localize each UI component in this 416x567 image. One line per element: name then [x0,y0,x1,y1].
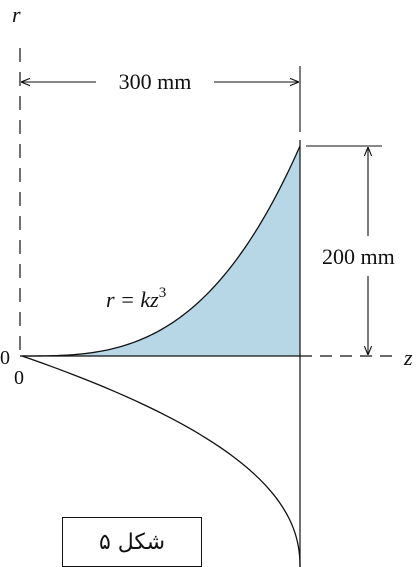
upper-curve [22,145,301,357]
figure-caption-box: شکل ۵ [62,517,202,567]
origin-label-below: 0 [14,367,24,389]
height-dim-label: 200 mm [322,244,395,269]
width-dim-label: 300 mm [119,69,192,94]
curve-equation-exponent: 3 [159,285,167,301]
figure-caption: شکل ۵ [98,529,166,555]
shaded-area [22,146,300,356]
r-axis-label: r [12,2,21,27]
curve-equation-prefix: r = kz [106,287,159,312]
z-axis-label: z [403,345,413,370]
origin-label-left: 0 [0,347,10,369]
curve-equation-label: r = kz3 [106,285,166,312]
lower-curve [21,355,301,567]
